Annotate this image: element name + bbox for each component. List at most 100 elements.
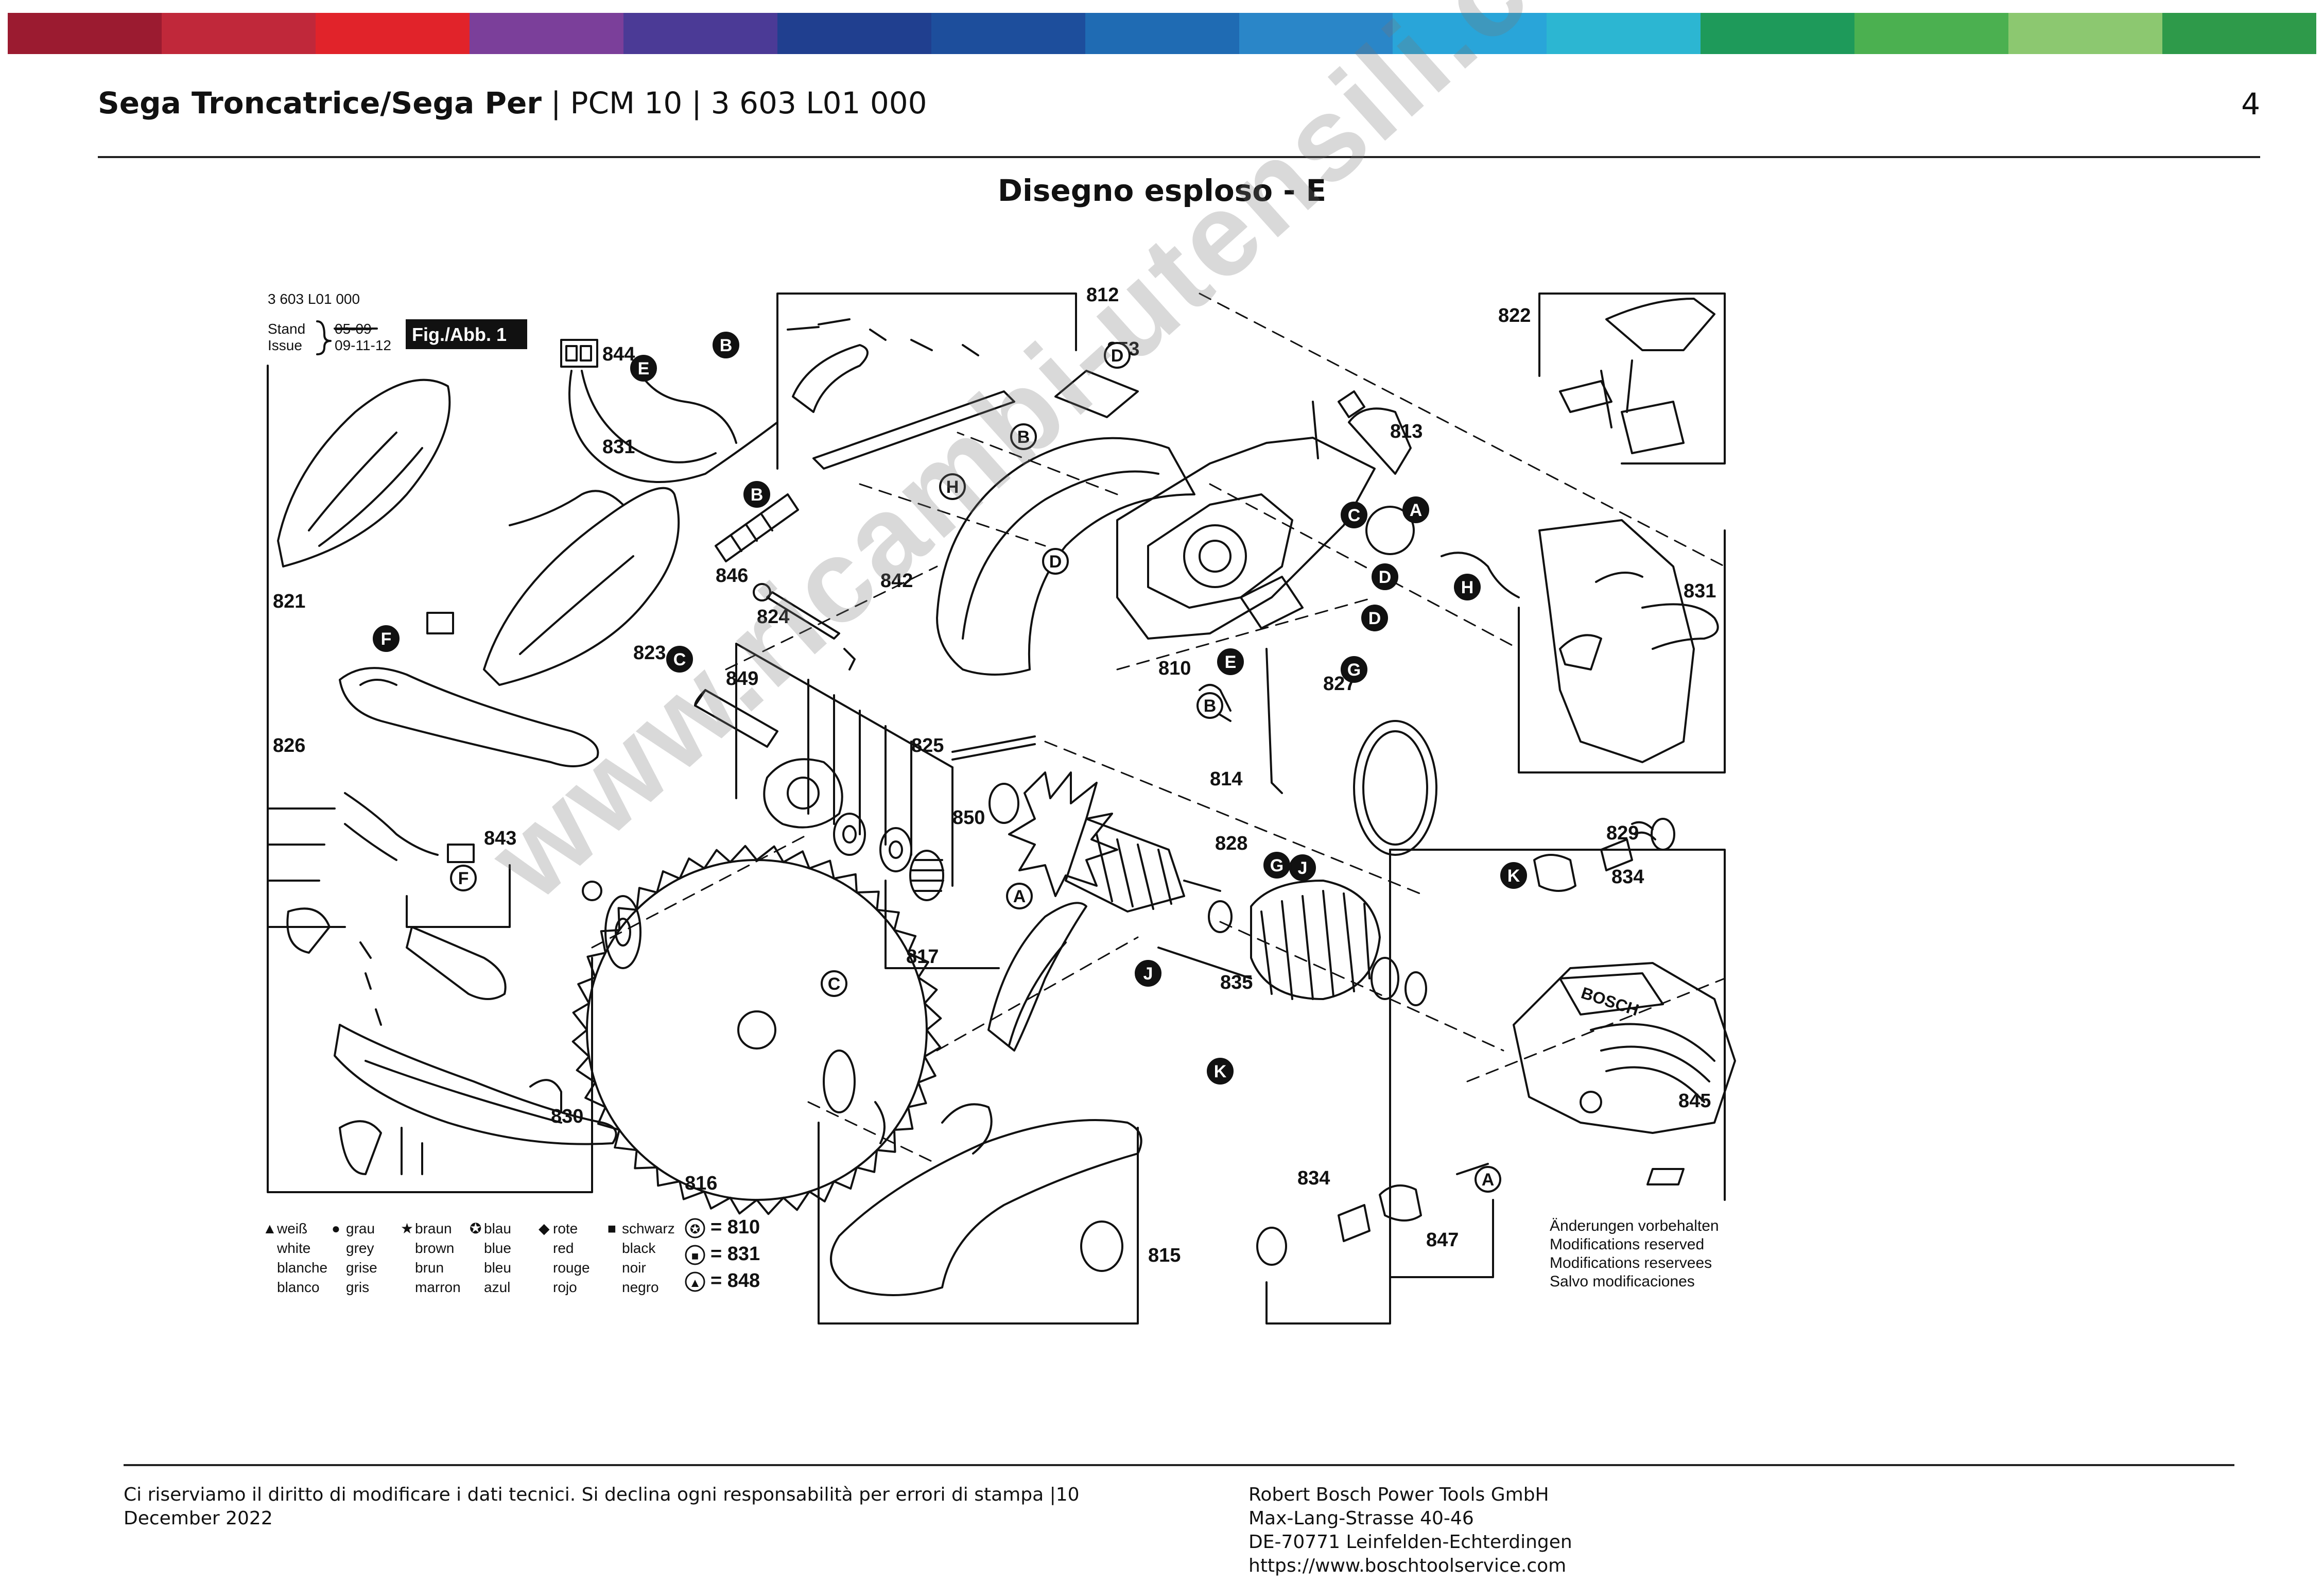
callout-circle: [373, 625, 400, 652]
bearing-flange: [763, 758, 843, 829]
bearing-seat: [1365, 506, 1415, 555]
rear-handle: [1641, 603, 1719, 650]
group-frame: [1389, 849, 1726, 1201]
callout-letter: C: [828, 974, 841, 994]
model-name: PCM 10: [570, 85, 683, 121]
handle-shell: [483, 487, 680, 686]
gear-housing: [1116, 437, 1376, 640]
part-number: 3 603 L01 000: [710, 85, 927, 121]
part-number-label: 834: [1611, 866, 1644, 888]
legend-color-de: schwarz: [622, 1220, 675, 1236]
legend-color-de: braun: [415, 1220, 452, 1236]
leader-lines: [807, 679, 912, 856]
blade-guard: [962, 470, 1159, 640]
notice-line-de: Änderungen vorbehalten: [1550, 1217, 1719, 1234]
legend-symbol: ▲: [263, 1220, 277, 1236]
brush-cap: [1256, 1227, 1287, 1266]
kit-legend-ring: [685, 1218, 705, 1239]
part-number-label: 834: [1297, 1167, 1330, 1189]
brand-color-segment: [1085, 13, 1239, 54]
footer-rule: [124, 1464, 2234, 1466]
legend-color-en: red: [553, 1240, 574, 1256]
callout-circle: [821, 970, 847, 997]
screw: [1157, 947, 1252, 979]
callout-letter: K: [1507, 866, 1520, 886]
brand-color-segment: [2162, 13, 2317, 54]
legend-color-es: negro: [622, 1279, 659, 1295]
callout-letter: C: [673, 650, 686, 669]
saw-blade: [571, 845, 942, 1215]
legend-color-fr: brun: [415, 1260, 444, 1276]
callout-letter: K: [1214, 1062, 1227, 1081]
fan-wheel: [1008, 771, 1118, 897]
bearing-ring: [1080, 1220, 1123, 1272]
clamp-part: [1338, 390, 1365, 418]
callout-circle: [1217, 648, 1244, 675]
callout-circle: [743, 481, 770, 508]
part-number-label: 826: [273, 735, 305, 756]
kit-legend-ring: [685, 1245, 705, 1265]
part-number-label: 824: [757, 606, 789, 628]
callout-circle: [1341, 502, 1367, 528]
kit-legend-text: = 848: [710, 1270, 760, 1292]
callout-letter: D: [1379, 568, 1392, 587]
circuit-board: [1559, 380, 1612, 413]
kit-legend-symbol: ✪: [690, 1223, 700, 1236]
callout-circle: [1341, 656, 1367, 683]
switch-part: [565, 345, 578, 362]
notice-line-en: Modifications reserved: [1550, 1236, 1704, 1253]
screw: [787, 318, 979, 356]
washer: [753, 583, 771, 601]
legend-color-es: rojo: [553, 1279, 577, 1295]
callout-letter: E: [1225, 652, 1237, 672]
callout-letter: A: [1482, 1170, 1495, 1190]
part-number-label: 828: [1215, 833, 1247, 854]
company-url[interactable]: https://www.boschtoolservice.com: [1248, 1555, 1567, 1576]
callout-circle: [666, 646, 693, 673]
part-number-label: 850: [952, 807, 985, 829]
callout-circle: [1289, 854, 1316, 881]
company-city: DE-70771 Leinfelden-Echterdingen: [1248, 1532, 1572, 1553]
blade-flange: [604, 895, 641, 969]
kit-legend-symbol: ▲: [689, 1276, 701, 1290]
callout-circle: [1454, 574, 1481, 600]
armature-shaft: [1183, 880, 1221, 892]
brace: [316, 320, 332, 355]
switch-part: [580, 345, 592, 362]
washer: [1404, 971, 1427, 1006]
part-number-label: 810: [1158, 658, 1191, 679]
housing-screw-hole: [1580, 1091, 1602, 1113]
group-frame: [1265, 849, 1391, 1325]
brand-color-segment: [315, 13, 470, 54]
kit-legend-symbol: ■: [691, 1249, 699, 1263]
bearing: [988, 783, 1019, 824]
callout-letter: J: [1143, 964, 1153, 984]
bearing-flange: [787, 777, 820, 810]
kit-legend-ring: [685, 1271, 705, 1292]
footer-address: Robert Bosch Power Tools GmbH Max-Lang-S…: [1248, 1483, 1712, 1578]
leader-lines: [884, 880, 1000, 969]
label-plate: [1646, 1168, 1685, 1185]
legend-color-es: marron: [415, 1279, 461, 1295]
page-subtitle: Disegno esploso - E: [997, 173, 1327, 208]
cable-sleeve: [730, 514, 773, 552]
part-number-label: 844: [602, 343, 635, 365]
handle-grip: [359, 679, 397, 686]
part-number-label: 822: [1498, 305, 1531, 326]
bearing: [833, 813, 866, 856]
callout-circle: [1042, 548, 1069, 575]
stand-label: Stand: [268, 321, 305, 337]
assembly-guides: [591, 293, 1726, 1165]
legend-color-fr: rouge: [553, 1260, 590, 1276]
part-number-label: 849: [726, 668, 758, 690]
clip-part: [874, 1101, 886, 1144]
motor-housing: [1559, 972, 1664, 1016]
blade-flange: [823, 1050, 856, 1113]
brush-holder: [1533, 854, 1576, 892]
capacitor: [426, 612, 454, 634]
screw: [401, 1127, 423, 1175]
callout-letter: B: [1017, 427, 1030, 447]
callout-letter: B: [720, 336, 733, 355]
brush-cap: [1651, 818, 1675, 851]
wire: [1595, 572, 1643, 583]
